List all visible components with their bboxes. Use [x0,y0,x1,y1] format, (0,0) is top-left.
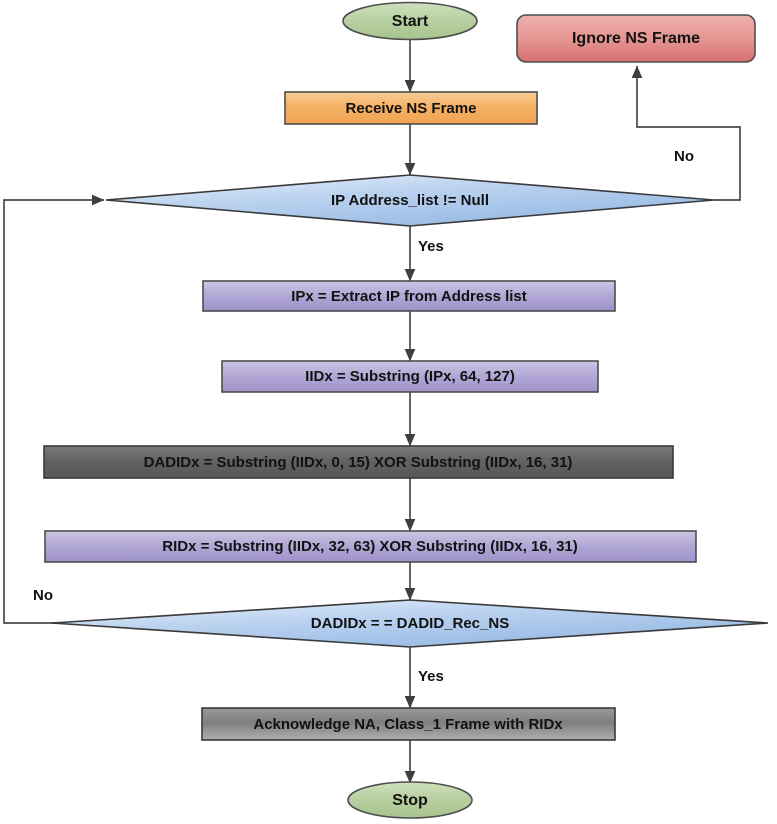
edge-label-decision1-yes: Yes [418,238,444,255]
node-extract-ip[interactable]: IPx = Extract IP from Address list [202,280,616,312]
edge-decision1-no-to-ignore [631,65,741,201]
ridx-substring-box[interactable] [44,530,697,563]
node-decision-ip-address-list[interactable]: IP Address_list != Null [105,174,715,227]
edge-label-decision2-yes: Yes [418,668,444,685]
ignore-ns-frame-box[interactable] [516,14,756,63]
node-decision-dadidx-compare[interactable]: DADIDx = = DADID_Rec_NS [51,599,769,648]
acknowledge-label: Acknowledge NA, Class_1 Frame with RIDx [253,716,563,733]
iidx-substring-box[interactable] [221,360,599,393]
node-ignore-ns-frame[interactable]: Ignore NS Frame [516,14,756,63]
node-ridx-substring[interactable]: RIDx = Substring (IIDx, 32, 63) XOR Subs… [44,530,697,563]
decision-dadidx-compare-diamond[interactable] [51,599,769,648]
iidx-substring-label: IIDx = Substring (IPx, 64, 127) [305,368,515,385]
stop-oval[interactable] [347,781,473,819]
node-dadidx-substring[interactable]: DADIDx = Substring (IIDx, 0, 15) XOR Sub… [43,445,674,479]
decision-dadidx-compare-label: DADIDx = = DADID_Rec_NS [311,615,509,632]
edge-labels: No Yes No Yes [33,148,694,685]
edge-label-decision2-no: No [33,587,53,604]
extract-ip-box[interactable] [202,280,616,312]
node-start[interactable]: Start [342,1,478,41]
dadidx-substring-label: DADIDx = Substring (IIDx, 0, 15) XOR Sub… [144,454,573,471]
connectors [3,39,741,784]
ignore-ns-frame-label: Ignore NS Frame [572,30,700,47]
extract-ip-label: IPx = Extract IP from Address list [291,288,527,305]
acknowledge-box[interactable] [201,707,616,741]
receive-ns-frame-label: Receive NS Frame [346,100,477,117]
stop-label: Stop [392,792,428,809]
node-stop[interactable]: Stop [347,781,473,819]
start-label: Start [392,13,429,30]
edge-label-decision1-no: No [674,148,694,165]
node-iidx-substring[interactable]: IIDx = Substring (IPx, 64, 127) [221,360,599,393]
decision-ip-address-list-diamond[interactable] [105,174,715,227]
start-oval[interactable] [342,1,478,41]
dadidx-substring-box[interactable] [43,445,674,479]
receive-ns-frame-box[interactable] [284,91,538,125]
decision-ip-address-list-label: IP Address_list != Null [331,192,489,209]
node-acknowledge[interactable]: Acknowledge NA, Class_1 Frame with RIDx [201,707,616,741]
ridx-substring-label: RIDx = Substring (IIDx, 32, 63) XOR Subs… [162,538,578,555]
node-receive-ns-frame[interactable]: Receive NS Frame [284,91,538,125]
